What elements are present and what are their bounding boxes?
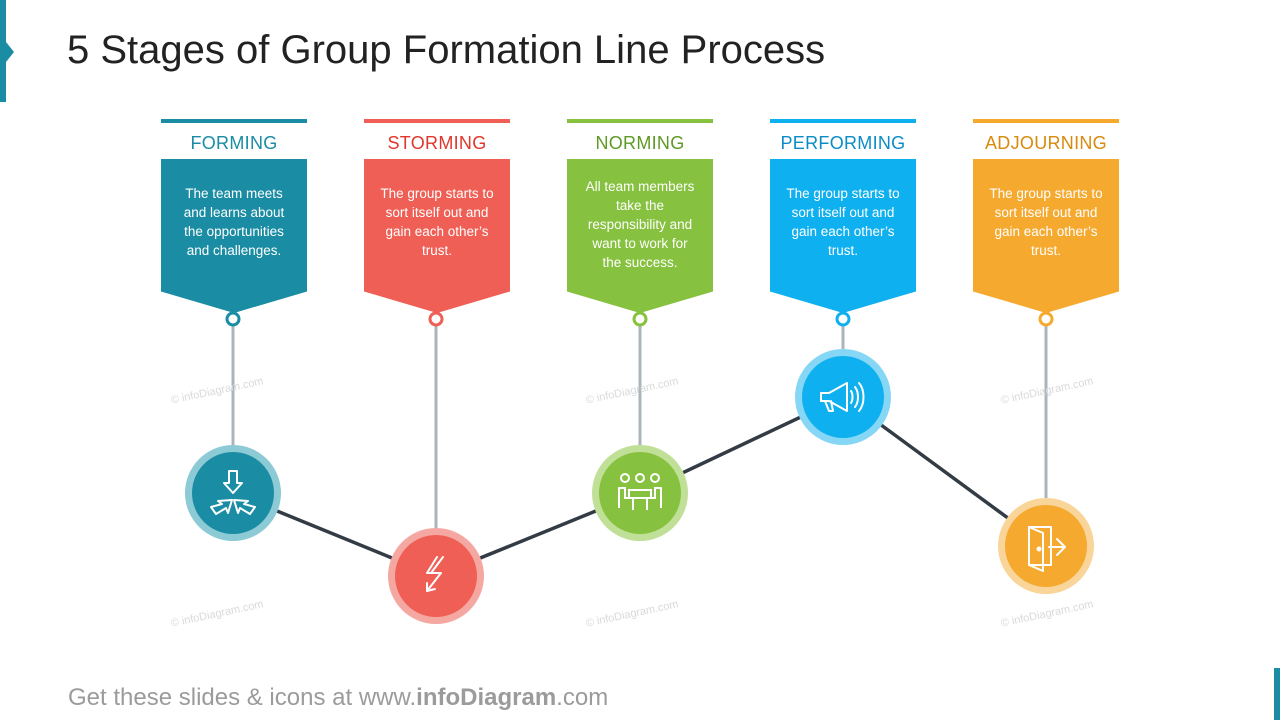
converge-arrows-icon: [210, 470, 256, 515]
stage-topbar: [161, 119, 307, 123]
stage-banner: The team meets and learns about the oppo…: [161, 159, 307, 313]
team-meeting-icon: [618, 473, 662, 510]
stage-name: FORMING: [190, 133, 278, 153]
stage-storming: STORMING The group starts to sort itself…: [364, 119, 510, 313]
exit-door-icon: [1028, 526, 1066, 572]
stage-description: The group starts to sort itself out and …: [786, 186, 900, 258]
megaphone-icon: [820, 382, 865, 412]
pin-dot-adjourning: [1038, 311, 1054, 327]
stage-banner: The group starts to sort itself out and …: [770, 159, 916, 313]
stage-description: The team meets and learns about the oppo…: [183, 186, 285, 258]
stage-circle-norming: [592, 445, 688, 541]
pin-dot-performing: [835, 311, 851, 327]
lightning-icon: [426, 556, 444, 592]
stage-performing: PERFORMING The group starts to sort itse…: [770, 119, 916, 313]
stage-banner: All team members take the responsibility…: [567, 159, 713, 313]
stage-name: STORMING: [387, 133, 487, 153]
stage-topbar: [364, 119, 510, 123]
stage-name: NORMING: [595, 133, 685, 153]
footer-suffix: .com: [556, 684, 609, 711]
stage-topbar: [567, 119, 713, 123]
pin-dot-forming: [225, 311, 241, 327]
page-title: 5 Stages of Group Formation Line Process: [67, 28, 826, 72]
stage-description: The group starts to sort itself out and …: [989, 186, 1103, 258]
stage-circle-storming: [388, 528, 484, 624]
stage-topbar: [770, 119, 916, 123]
left-accent-tip: [6, 42, 14, 62]
stage-circle-performing: [795, 349, 891, 445]
pin-dot-storming: [428, 311, 444, 327]
left-accent-bar: [0, 0, 6, 102]
footer-brand: infoDiagram: [416, 684, 557, 711]
stage-circle-forming: [185, 445, 281, 541]
stage-name: ADJOURNING: [984, 133, 1107, 153]
stage-description: All team members take the responsibility…: [585, 179, 695, 270]
stage-forming: FORMING The team meets and learns about …: [161, 119, 307, 313]
stage-adjourning: ADJOURNING The group starts to sort itse…: [973, 119, 1119, 313]
pin-dot-norming: [632, 311, 648, 327]
stage-name: PERFORMING: [780, 133, 906, 153]
footer-prefix: Get these slides & icons at www.: [68, 684, 417, 711]
stage-topbar: [973, 119, 1119, 123]
stage-norming: NORMING All team members take the respon…: [567, 119, 713, 313]
stage-description: The group starts to sort itself out and …: [380, 186, 494, 258]
footer-credit: Get these slides & icons at www.infoDiag…: [68, 684, 608, 712]
right-accent-bar: [1274, 668, 1280, 720]
stage-circle-adjourning: [998, 498, 1094, 594]
stage-banner: The group starts to sort itself out and …: [973, 159, 1119, 313]
stage-banner: The group starts to sort itself out and …: [364, 159, 510, 313]
